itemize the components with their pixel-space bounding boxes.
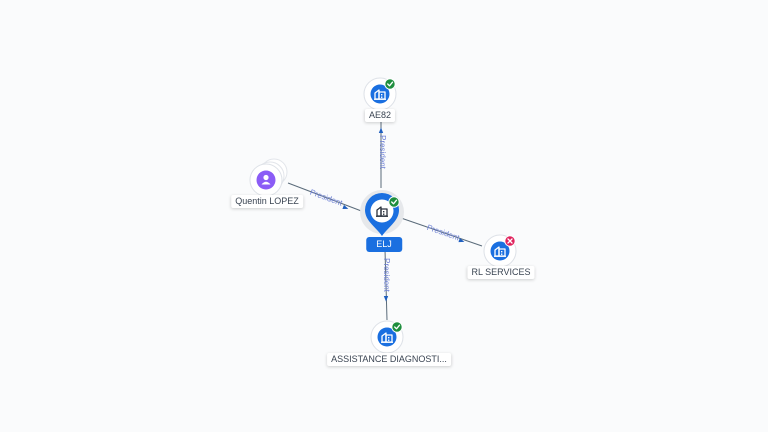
nodes-layer	[249, 77, 517, 354]
status-active-check-icon	[388, 196, 400, 208]
node-assist[interactable]	[370, 320, 404, 354]
node-label: AE82	[364, 109, 396, 122]
edge-line	[400, 217, 483, 247]
edge-center-rl[interactable]: President	[400, 217, 483, 247]
status-inactive-cross-icon	[504, 235, 516, 247]
company-building-icon	[374, 89, 386, 100]
edge-center-assist[interactable]: President	[382, 249, 391, 321]
company-building-icon	[381, 332, 393, 343]
node-rl[interactable]	[483, 234, 517, 268]
node-label: ASSISTANCE DIAGNOSTI...	[327, 353, 451, 366]
edge-line	[287, 182, 365, 213]
status-active-check-icon	[384, 78, 396, 90]
edge-arrow-icon	[458, 237, 465, 243]
edge-label: President	[426, 223, 462, 243]
person-icon	[261, 174, 271, 185]
edge-arrow-icon	[378, 127, 384, 133]
edge-label: President	[378, 135, 387, 170]
edge-label: President	[382, 258, 391, 293]
node-quentin[interactable]	[249, 158, 288, 197]
edge-label: President	[309, 188, 345, 208]
edge-arrow-icon	[342, 204, 349, 210]
edge-line	[384, 249, 388, 321]
edge-ae82-center[interactable]: President	[378, 114, 387, 188]
node-ae82[interactable]	[363, 77, 397, 111]
node-label: RL SERVICES	[467, 266, 535, 279]
edge-arrow-icon	[383, 296, 389, 302]
center-node-label: ELJ	[366, 237, 402, 252]
company-building-icon	[376, 206, 388, 217]
status-active-check-icon	[391, 321, 403, 333]
node-center[interactable]	[360, 190, 404, 236]
node-label: Quentin LOPEZ	[231, 195, 303, 208]
company-building-icon	[494, 246, 506, 257]
